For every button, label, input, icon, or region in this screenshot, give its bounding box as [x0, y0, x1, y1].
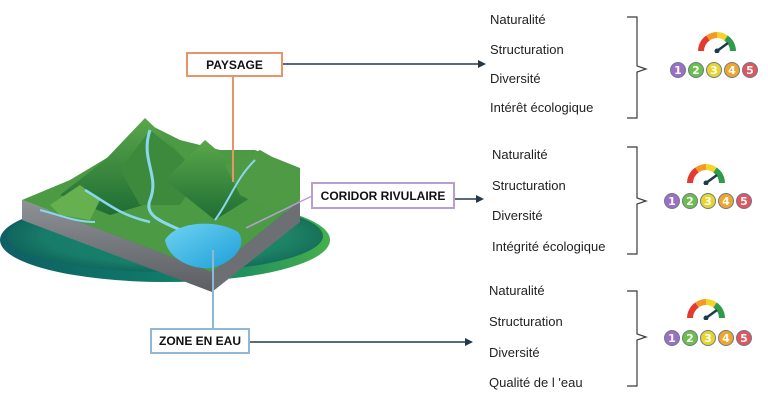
criterion-item: Structuration	[489, 314, 563, 329]
score-dot: 3	[700, 193, 716, 209]
score-dot: 1	[664, 193, 680, 209]
score-scale: 1 2 3 4 5	[670, 62, 760, 78]
criterion-item: Naturalité	[489, 283, 545, 298]
gauge-icon	[687, 164, 725, 185]
score-dot: 2	[682, 193, 698, 209]
score-dot: 5	[736, 193, 752, 209]
criterion-item: Intégrité écologique	[492, 239, 606, 254]
score-dot: 2	[688, 62, 704, 78]
level-label: CORIDOR RIVULAIRE	[320, 188, 446, 203]
score-dot: 5	[742, 62, 758, 78]
score-dot: 4	[718, 330, 734, 346]
paysage-label-box: PAYSAGE	[186, 52, 283, 77]
criterion-item: Structuration	[490, 42, 564, 57]
criterion-item: Qualité de l 'eau	[489, 375, 583, 390]
criterion-item: Naturalité	[490, 12, 546, 27]
gauge-icon	[687, 299, 725, 320]
criterion-item: Diversité	[492, 208, 543, 223]
zone-en-eau-label-box: ZONE EN EAU	[150, 328, 250, 354]
criterion-item: Diversité	[490, 71, 541, 86]
gauge-icon	[698, 32, 736, 53]
criterion-item: Structuration	[492, 178, 566, 193]
score-dot: 4	[724, 62, 740, 78]
score-scale: 1 2 3 4 5	[664, 193, 754, 209]
score-dot: 3	[700, 330, 716, 346]
criterion-item: Naturalité	[492, 147, 548, 162]
score-dot: 2	[682, 330, 698, 346]
score-scale: 1 2 3 4 5	[664, 330, 754, 346]
score-dot: 5	[736, 330, 752, 346]
level-label: PAYSAGE	[206, 57, 263, 72]
score-dot: 1	[664, 330, 680, 346]
score-dot: 4	[718, 193, 734, 209]
coridor-rivulaire-label-box: CORIDOR RIVULAIRE	[311, 182, 455, 209]
score-dot: 3	[706, 62, 722, 78]
score-dot: 1	[670, 62, 686, 78]
criterion-item: Diversité	[489, 345, 540, 360]
level-label: ZONE EN EAU	[158, 334, 241, 348]
criterion-item: Intérêt écologique	[490, 100, 594, 115]
